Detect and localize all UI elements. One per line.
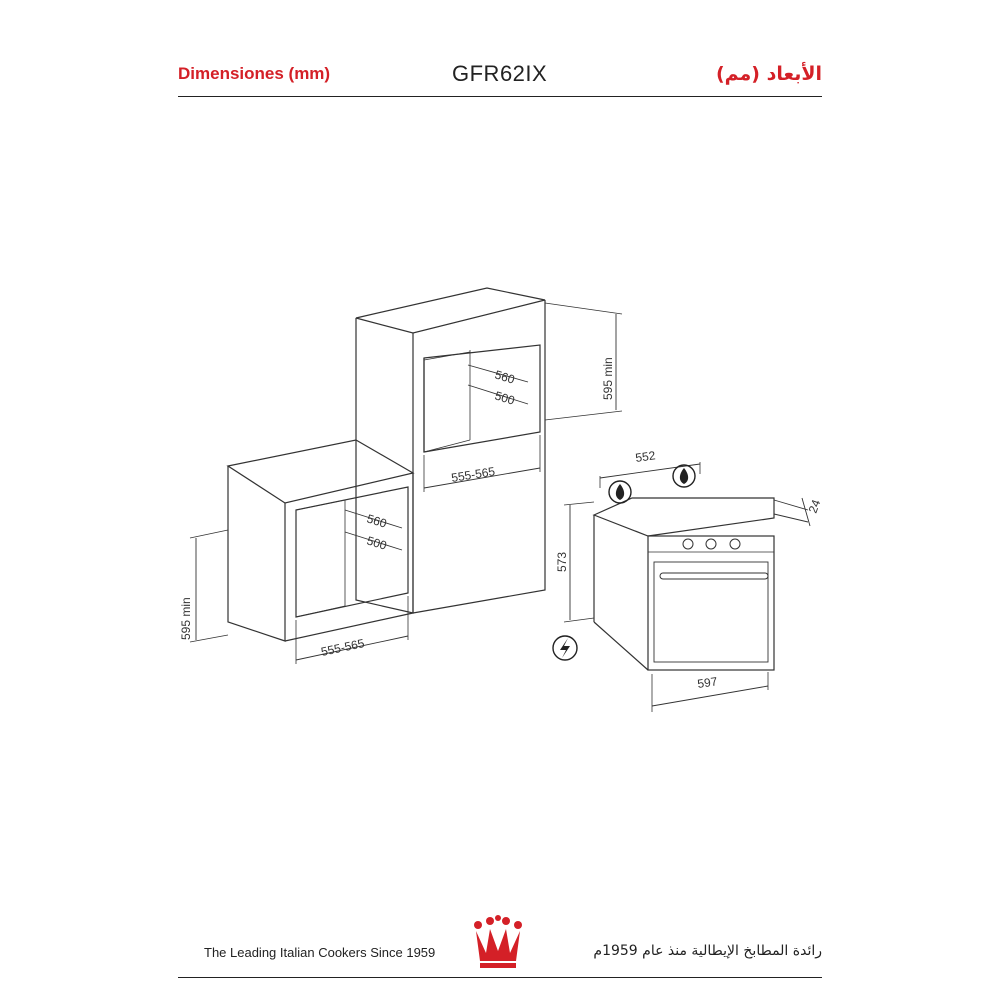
- low-depth-outer-label: 560: [365, 511, 389, 530]
- oven: [563, 462, 811, 712]
- low-width-label: 555-565: [320, 636, 366, 659]
- tall-depth-outer-label: 560: [493, 367, 517, 386]
- tagline-arabic: رائدة المطابخ الإيطالية منذ عام 1959م: [593, 943, 822, 959]
- tall-width-label: 555-565: [450, 464, 496, 485]
- oven-top-width-label: 552: [634, 448, 656, 465]
- electric-power-icon: [552, 635, 578, 661]
- crown-logo-icon: [474, 915, 522, 968]
- oven-depth-label: 24: [806, 497, 824, 515]
- low-depth-inner-label: 500: [365, 533, 389, 552]
- oven-width-label: 597: [696, 674, 718, 691]
- tall-cabinet: [355, 287, 623, 614]
- tagline-english: The Leading Italian Cookers Since 1959: [204, 945, 436, 960]
- tall-height-label: 595 min: [601, 357, 615, 400]
- footer: The Leading Italian Cookers Since 1959 ر…: [178, 915, 822, 978]
- gas-flame-icon: [608, 480, 632, 504]
- model-number: GFR62IX: [452, 61, 548, 86]
- low-cabinet: [189, 439, 415, 664]
- oven-height-label: 573: [555, 552, 569, 572]
- low-height-label: 595 min: [179, 597, 193, 640]
- gas-flame-icon: [672, 464, 696, 488]
- tall-depth-inner-label: 500: [493, 388, 517, 407]
- title-dimensions: Dimensiones (mm): [178, 64, 331, 83]
- title-dimensions-arabic: الأبعاد (مم): [715, 63, 822, 85]
- header: Dimensiones (mm) GFR62IX الأبعاد (مم): [178, 58, 822, 97]
